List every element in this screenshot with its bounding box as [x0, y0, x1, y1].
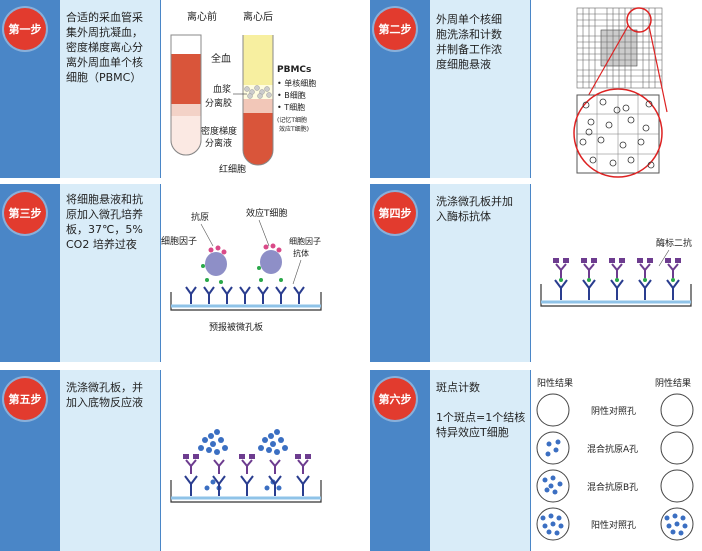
label-cytokine: 细胞因子	[161, 235, 197, 247]
step1-text: 合适的采血管采 集外周抗凝血， 密度梯度离心分 离外周血单个核 细胞（PBMC）	[66, 11, 143, 84]
label-positive: 阳性结果	[537, 377, 573, 389]
row-label-antigen-b: 混合抗原B孔	[587, 481, 638, 493]
capture-antibodies	[554, 279, 680, 300]
step4-text: 洗涤微孔板并加 入酶标抗体	[436, 195, 513, 223]
step3-image: 抗原 效应T细胞 细胞因子 细胞因子 抗体	[161, 184, 332, 362]
step3-diagram: 抗原 效应T细胞 细胞因子 细胞因子 抗体	[161, 207, 322, 333]
step5-text: 洗涤微孔板，并 加入底物反应液	[66, 381, 143, 409]
positive-spots	[540, 439, 688, 536]
label-separator: 分离胶	[205, 97, 232, 109]
label-density: 密度梯度	[201, 125, 237, 137]
tube-before	[170, 34, 202, 156]
step4-panel: 酶标二抗	[370, 184, 702, 362]
step3-panel: 抗原 效应T细胞 细胞因子 细胞因子 抗体	[0, 184, 332, 362]
tube-after	[242, 35, 274, 166]
step4-image: 酶标二抗	[531, 184, 702, 362]
plate-well	[170, 480, 322, 503]
label-b3: • T细胞	[277, 102, 305, 112]
label-plate: 预报被微孔板	[209, 321, 263, 333]
step4-text-box	[430, 184, 531, 362]
step5-diagram	[170, 429, 322, 503]
label-negative: 阴性结果	[655, 377, 691, 389]
row-label-antigen-a: 混合抗原A孔	[587, 443, 638, 455]
step6-badge: 第六步	[374, 378, 416, 420]
result-wells: 阳性结果 阴性结果 阴性对照孔 混合抗原A孔 混合抗原B孔 阳性对照孔	[536, 377, 694, 541]
plate-well	[170, 292, 322, 311]
plate-well	[540, 284, 692, 307]
step4-diagram: 酶标二抗	[540, 237, 692, 307]
cells	[579, 98, 655, 169]
label-rbc: 红细胞	[219, 163, 246, 175]
step2-text: 外周单个核细 胞洗涤和计数 并制备工作浓 度细胞悬液	[436, 13, 502, 71]
step1-badge: 第一步	[4, 8, 46, 50]
row-label-neg-ctrl: 阴性对照孔	[591, 405, 636, 417]
step2-badge: 第二步	[374, 8, 416, 50]
step6-text: 斑点计数 1个斑点=1个结核 特异效应T细胞	[436, 381, 526, 439]
label-b5: 效应T细胞)	[279, 125, 309, 133]
step5-text-box	[60, 370, 161, 551]
label-after: 离心后	[243, 10, 273, 23]
label-enzyme-ab: 酶标二抗	[656, 237, 692, 249]
label-cyto-ab: 细胞因子	[289, 236, 321, 246]
label-whole-blood: 全血	[211, 52, 231, 65]
step5-image	[161, 370, 332, 551]
label-plasma: 血浆	[213, 83, 231, 95]
label-effector: 效应T细胞	[246, 207, 288, 219]
step6-panel: 阳性结果 阴性结果 阴性对照孔 混合抗原A孔 混合抗原B孔 阳性对照孔	[370, 370, 702, 551]
step3-text-box	[60, 184, 161, 362]
step1-panel: 离心前 离心后	[0, 0, 332, 178]
row-label-pos-ctrl: 阳性对照孔	[591, 519, 636, 531]
step6-text-box	[430, 370, 531, 551]
step2-image	[531, 0, 702, 178]
t-cell-2	[260, 250, 282, 274]
label-cyto-ab2: 抗体	[293, 248, 309, 258]
label-pbmc: PBMCs	[277, 65, 311, 75]
step5-panel	[0, 370, 332, 551]
label-b2: • B细胞	[277, 90, 306, 100]
enzyme-antibodies	[555, 263, 679, 278]
label-antigen: 抗原	[191, 211, 209, 223]
step2-panel	[370, 0, 702, 178]
label-density2: 分离液	[205, 137, 232, 149]
step6-image: 阳性结果 阴性结果 阴性对照孔 混合抗原A孔 混合抗原B孔 阳性对照孔	[531, 370, 702, 551]
counting-chamber	[573, 7, 668, 178]
step1-image: 离心前 离心后	[161, 0, 332, 178]
step1-tubes: 离心前 离心后	[170, 10, 316, 175]
label-before: 离心前	[187, 10, 217, 23]
step4-badge: 第四步	[374, 192, 416, 234]
capture-antibodies	[185, 286, 305, 304]
step5-badge: 第五步	[4, 378, 46, 420]
step3-badge: 第三步	[4, 192, 46, 234]
step3-text: 将细胞悬液和抗 原加入微孔培养 板，37℃，5% CO2 培养过夜	[66, 193, 143, 251]
label-b4: (记忆T细胞	[277, 116, 307, 124]
t-cell-1	[205, 252, 227, 276]
step2-text-box	[430, 0, 531, 178]
step1-text-box	[60, 0, 161, 178]
zoom-circle	[626, 7, 652, 33]
label-b1: • 单核细胞	[277, 78, 316, 88]
counting-grid	[576, 7, 663, 89]
